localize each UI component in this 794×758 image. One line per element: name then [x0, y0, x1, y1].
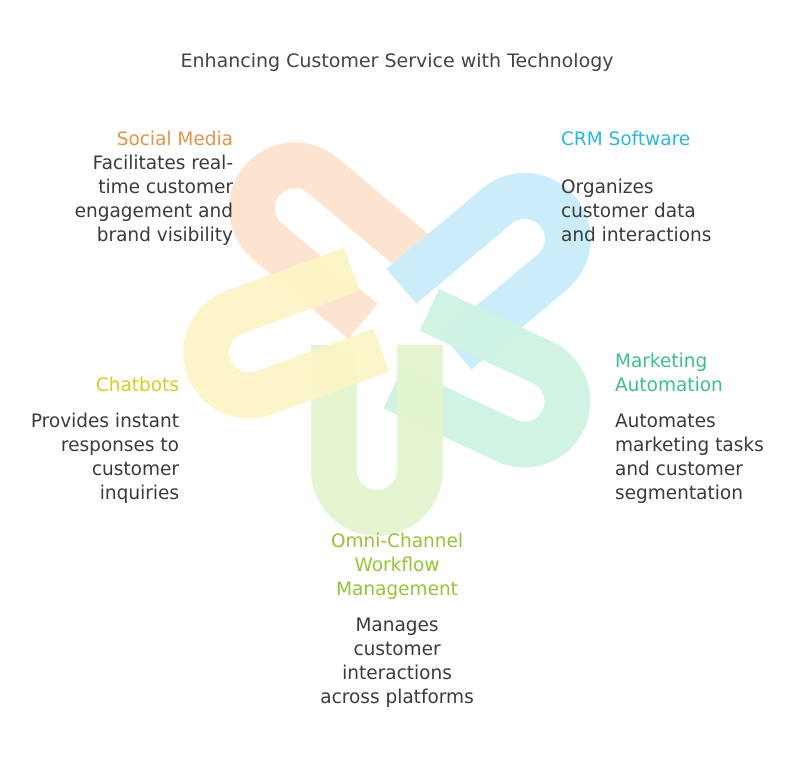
- omni-channel-loop: [311, 345, 443, 536]
- social-media-description: Facilitates real-time customer engagemen…: [74, 153, 233, 246]
- social-media-block: Social Media Facilitates real-time custo…: [3, 128, 233, 248]
- social-media-heading: Social Media: [116, 129, 233, 150]
- crm-software-heading: CRM Software: [561, 129, 691, 150]
- crm-software-loop: [386, 173, 591, 370]
- marketing-automation-description: Automates marketing tasks and customer s…: [615, 411, 764, 504]
- crm-software-block: CRM Software Organizes customer data and…: [561, 128, 761, 248]
- omni-channel-heading: Omni-Channel Workflow Management: [330, 531, 464, 600]
- crm-software-description: Organizes customer data and interactions: [561, 177, 712, 246]
- marketing-automation-block: Marketing Automation Automates marketing…: [615, 350, 790, 506]
- social-media-loop: [228, 142, 434, 340]
- chatbots-heading: Chatbots: [95, 375, 179, 396]
- diagram-title: Enhancing Customer Service with Technolo…: [180, 50, 614, 72]
- chatbots-block: Chatbots Provides instant responses to c…: [4, 374, 179, 506]
- omni-channel-description: Manages customer interactions across pla…: [320, 615, 474, 708]
- omni-channel-block: Omni-Channel Workflow Management Manages…: [297, 530, 497, 710]
- marketing-automation-heading: Marketing Automation: [615, 351, 723, 396]
- chatbots-loop: [183, 247, 390, 419]
- marketing-automation-loop: [383, 288, 591, 468]
- chatbots-description: Provides instant responses to customer i…: [30, 411, 179, 504]
